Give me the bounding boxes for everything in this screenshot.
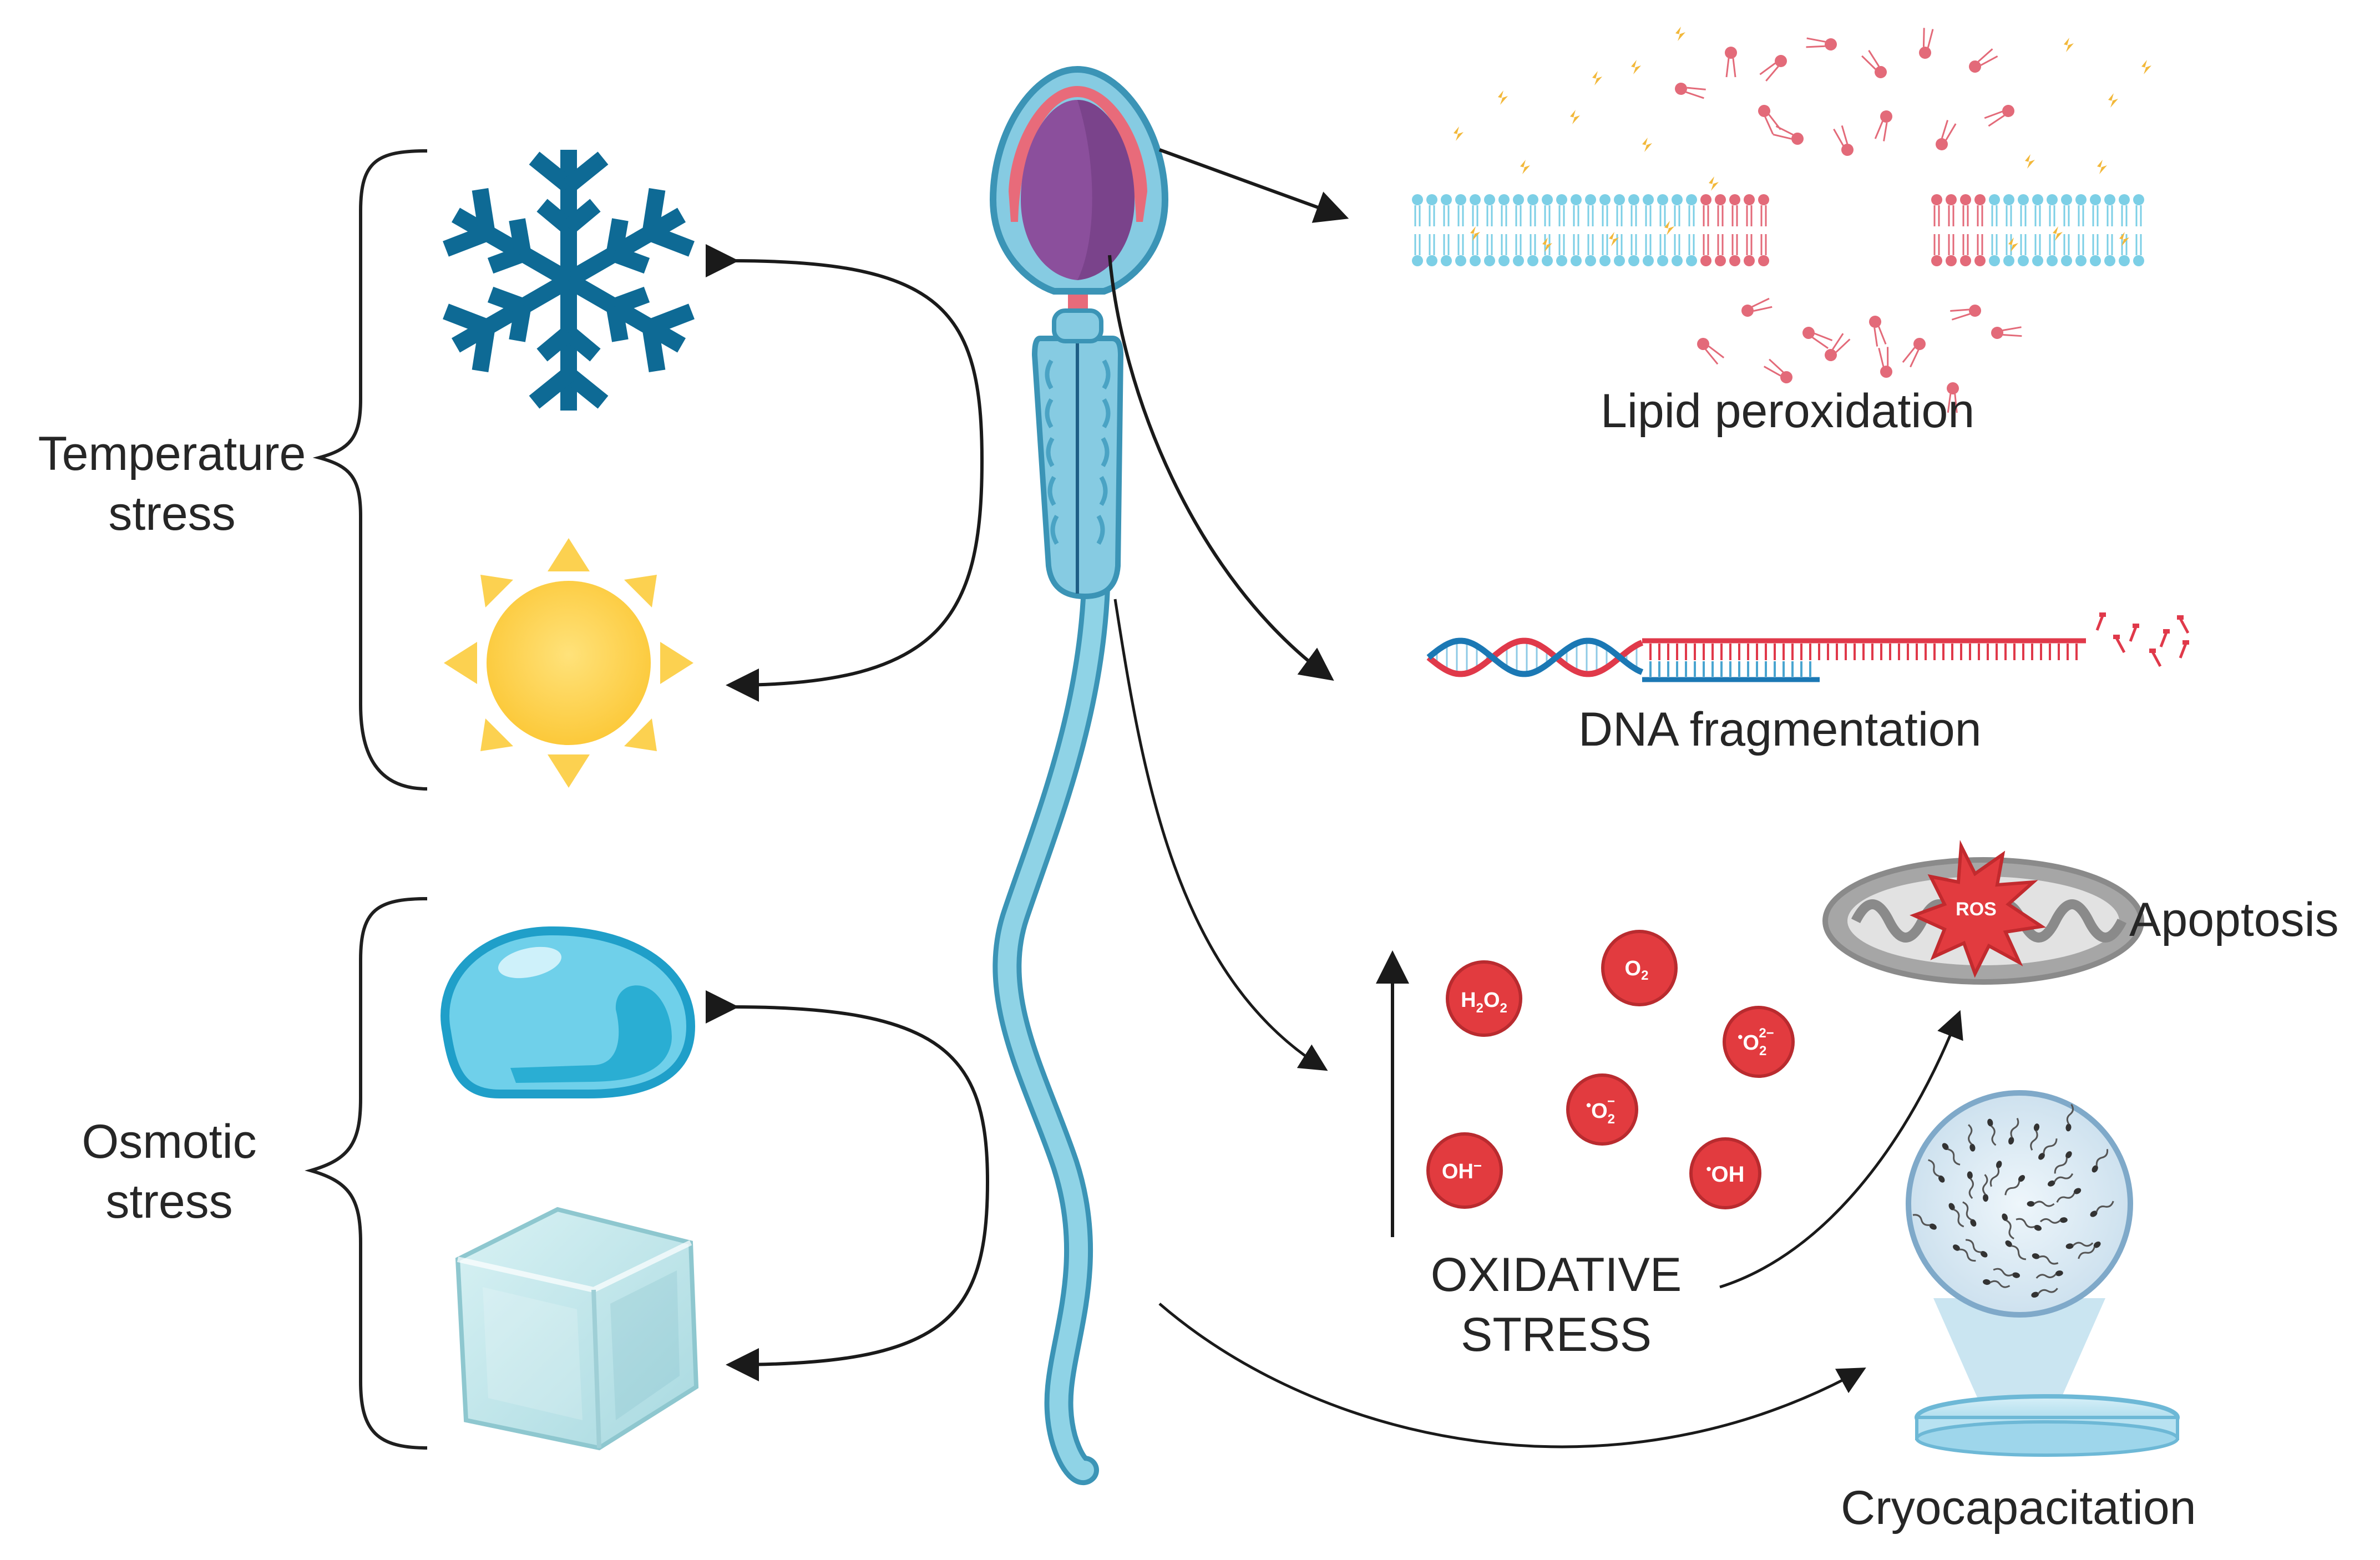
temperature-arrow <box>705 244 984 702</box>
dna-strand-illustration <box>1426 612 2190 682</box>
arrow-to-dna <box>1108 255 1334 681</box>
hydroxide-molecule: OH− <box>1426 1132 1503 1209</box>
superoxide-anion-molecule: •O2− <box>1566 1073 1638 1146</box>
lipid-bilayer-illustration <box>1412 27 2151 413</box>
svg-text:H2O2: H2O2 <box>1461 989 1507 1016</box>
hydroxyl-radical-molecule: •OH <box>1689 1137 1761 1209</box>
arrow-to-lipid <box>1158 148 1349 223</box>
superoxide-molecule: •O22− <box>1723 1006 1795 1078</box>
arrow-to-oxidative <box>1113 599 1328 1071</box>
ros-burst <box>1910 839 2047 978</box>
temperature-brace <box>312 149 428 791</box>
svg-text:OH−: OH− <box>1442 1157 1482 1183</box>
ros-molecules: H2O2 O2 •O22− •O2− OH− •OH <box>1426 930 1795 1209</box>
h2o2-molecule: H2O2 <box>1446 960 1522 1037</box>
svg-text:•O2−: •O2− <box>1586 1094 1615 1127</box>
osmotic-brace <box>305 897 428 1450</box>
cryocapacitation-label: Cryocapacitation <box>1841 1481 2196 1534</box>
temperature-stress-label: Temperature stress <box>38 427 306 540</box>
dna-fragmentation-label: DNA fragmentation <box>1578 703 1982 756</box>
svg-text:•OH: •OH <box>1706 1161 1744 1187</box>
arrow-to-cryocapacitation <box>1158 1303 1866 1448</box>
o2-molecule: O2 <box>1601 930 1678 1006</box>
sun-icon <box>444 538 693 788</box>
lipid-peroxidation-label: Lipid peroxidation <box>1601 384 1975 438</box>
ros-label: ROS <box>1956 899 1997 920</box>
sperm-cell <box>989 65 1169 1486</box>
svg-text:•O22−: •O22− <box>1738 1026 1774 1058</box>
arrow-to-apoptosis <box>1719 1010 1963 1289</box>
apoptosis-label: Apoptosis <box>2129 893 2339 946</box>
svg-text:O2: O2 <box>1625 957 1649 983</box>
oxidative-stress-label: OXIDATIVE STRESS <box>1430 1248 1682 1361</box>
osmotic-stress-label: Osmotic stress <box>82 1115 257 1228</box>
petri-dish-magnifier <box>1906 1090 2180 1457</box>
snowflake-icon <box>438 150 698 411</box>
droplet-icon <box>440 926 696 1098</box>
osmotic-arrow <box>705 990 990 1381</box>
ice-cube-icon <box>455 1207 699 1451</box>
mitochondrion-icon: ROS <box>1822 839 2144 985</box>
